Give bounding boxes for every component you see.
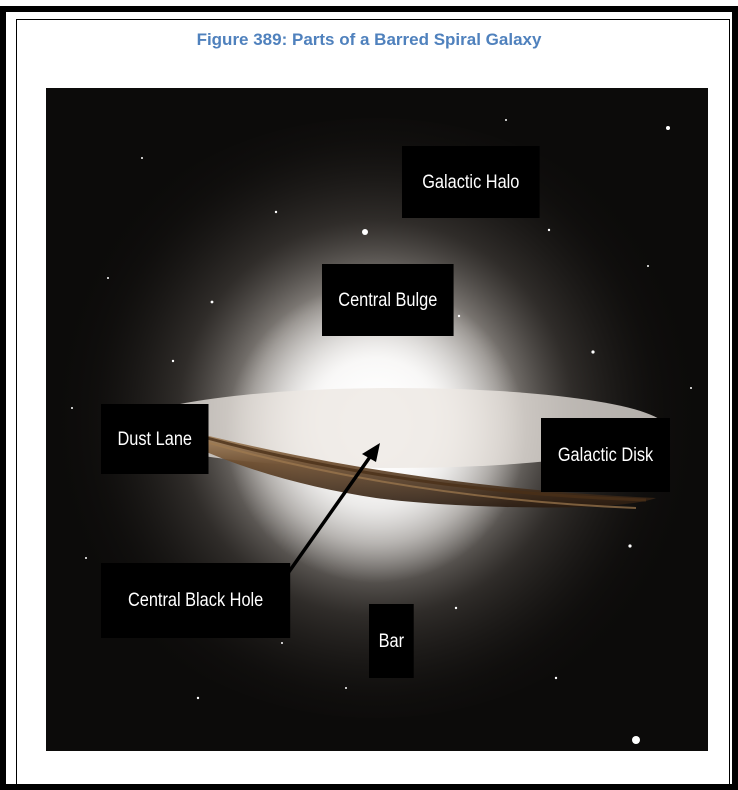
galaxy-image: Galactic Halo Central Bulge Dust Lane Ga… (46, 88, 708, 751)
label-central-bulge: Central Bulge (322, 264, 454, 336)
label-central-black-hole: Central Black Hole (101, 563, 291, 638)
label-bar: Bar (369, 604, 414, 678)
figure-caption: Figure 389: Parts of a Barred Spiral Gal… (196, 30, 542, 49)
label-galactic-disk: Galactic Disk (541, 418, 670, 492)
label-galactic-halo: Galactic Halo (402, 146, 540, 218)
label-dust-lane: Dust Lane (101, 404, 209, 474)
